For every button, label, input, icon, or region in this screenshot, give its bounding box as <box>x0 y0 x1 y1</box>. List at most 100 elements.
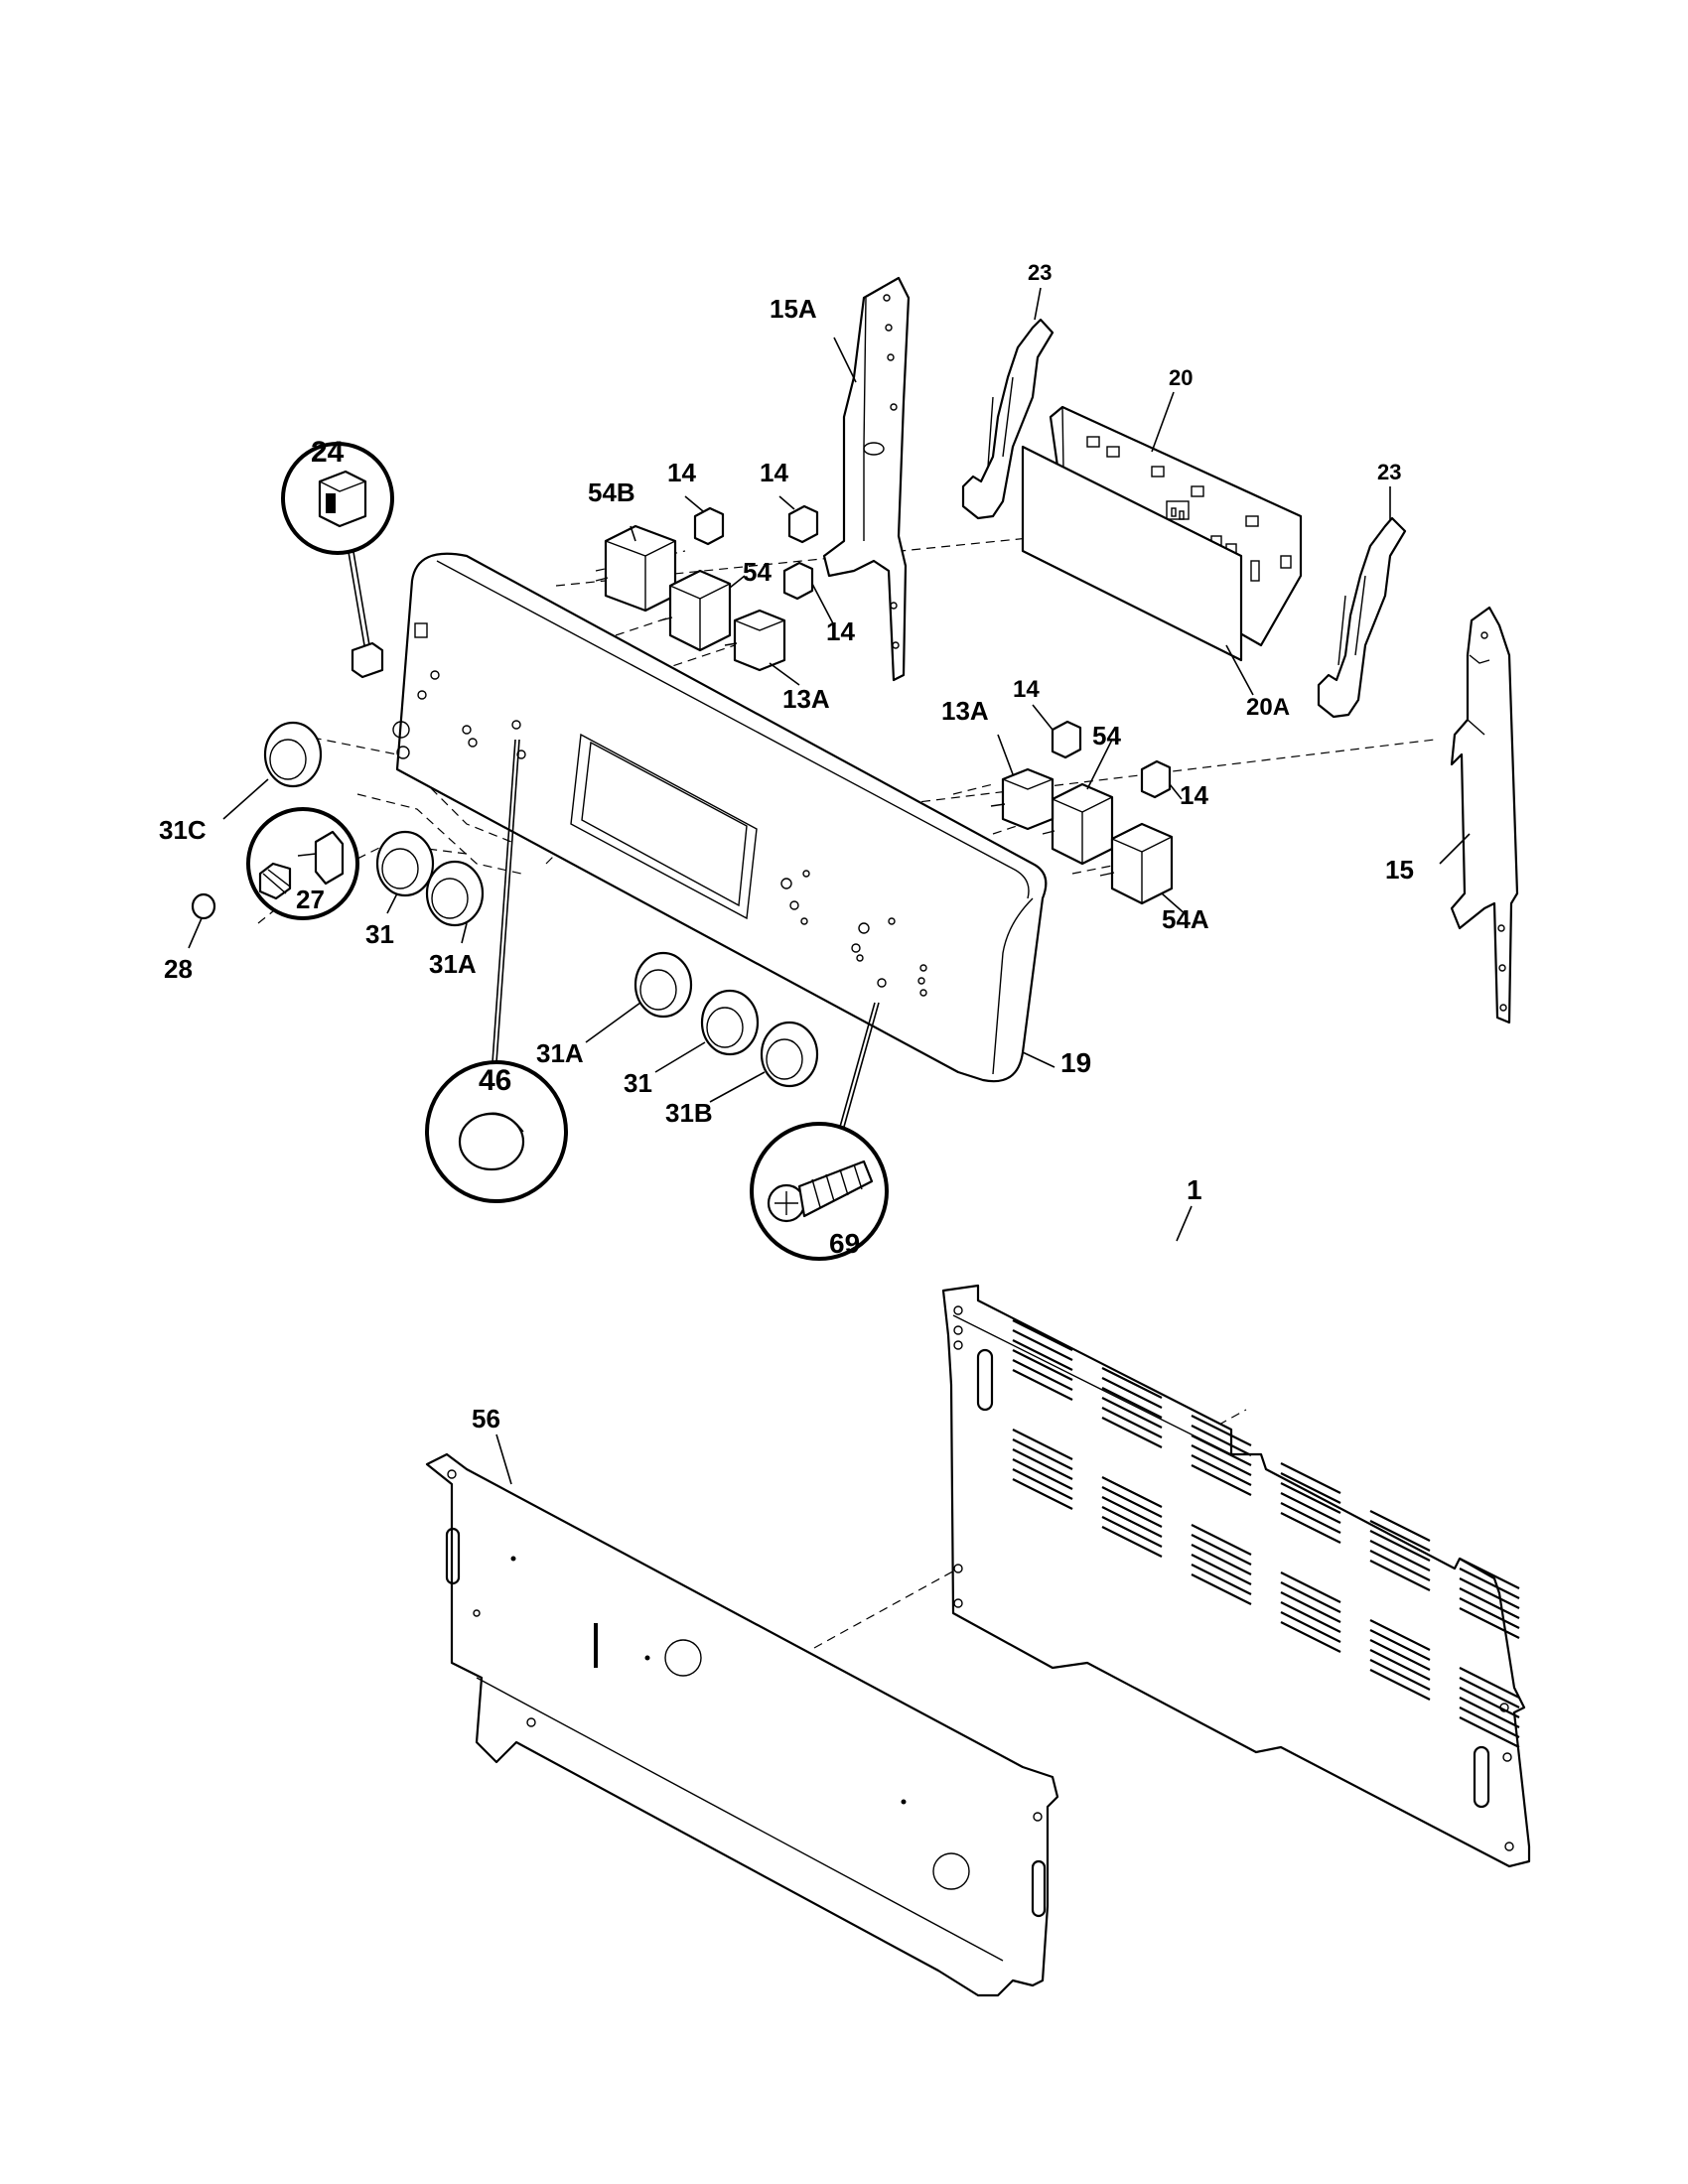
knob-31A-center <box>633 951 693 1019</box>
label-54-right: 54 <box>1092 721 1121 751</box>
label-23-right: 23 <box>1377 460 1401 484</box>
louver-slot <box>1280 1512 1341 1544</box>
louver-slot <box>1101 1486 1163 1518</box>
label-14-d: 14 <box>1013 676 1040 703</box>
control-panel-19 <box>392 552 1048 1083</box>
small-switch-14-e <box>1140 759 1172 799</box>
louver-slot <box>1012 1349 1073 1381</box>
switch-54-left <box>659 569 732 652</box>
louver-slot <box>1012 1369 1073 1401</box>
louver-slot <box>1191 1534 1252 1566</box>
knob-31B <box>760 1021 819 1088</box>
louver-slot <box>1191 1564 1252 1595</box>
louver-slot <box>1012 1458 1073 1490</box>
label-20A: 20A <box>1246 694 1290 721</box>
louver-slot <box>1191 1544 1252 1575</box>
louver-slot <box>1369 1530 1431 1562</box>
louver-slot <box>1280 1611 1341 1643</box>
louver-slot <box>1459 1607 1520 1639</box>
label-14-e: 14 <box>1180 780 1208 810</box>
clip-bracket-23-right <box>1317 516 1407 719</box>
knob-31-left <box>375 830 435 897</box>
louver-slot <box>1280 1472 1341 1504</box>
louver-slot <box>1012 1429 1073 1460</box>
louver-slot <box>1280 1502 1341 1534</box>
label-31-left: 31 <box>365 919 394 949</box>
rear-panel-1 <box>941 1284 1531 1868</box>
label-28: 28 <box>164 954 193 984</box>
louver-slot <box>1191 1573 1252 1605</box>
end-bracket-15 <box>1450 606 1519 1024</box>
louver-slot <box>1012 1448 1073 1480</box>
louver-slot <box>1012 1329 1073 1361</box>
louver-slot <box>1459 1597 1520 1629</box>
louver-slot <box>1459 1697 1520 1728</box>
louver-slot <box>1012 1359 1073 1391</box>
louver-slot <box>1369 1550 1431 1581</box>
label-23-left: 23 <box>1028 260 1052 285</box>
small-switch-14-b <box>787 504 819 544</box>
louver-slot <box>1459 1587 1520 1619</box>
louver-slot <box>1459 1677 1520 1708</box>
label-24: 24 <box>311 436 345 469</box>
louver-slot <box>1012 1468 1073 1500</box>
label-14-b: 14 <box>760 458 788 487</box>
label-20: 20 <box>1169 365 1193 390</box>
label-15A: 15A <box>770 294 817 324</box>
knob-31C <box>263 721 323 788</box>
louver-slot <box>1369 1520 1431 1552</box>
louver-slot <box>1191 1454 1252 1486</box>
louver-slot <box>1459 1716 1520 1748</box>
callout-24 <box>281 442 394 646</box>
label-15: 15 <box>1385 855 1414 885</box>
louver-slot <box>1191 1444 1252 1476</box>
louver-slot <box>1012 1438 1073 1470</box>
louver-slot <box>1280 1462 1341 1494</box>
louver-slot <box>1459 1568 1520 1599</box>
louver-slot <box>1459 1577 1520 1609</box>
small-switch-14-d <box>1051 720 1082 759</box>
louver-slot <box>1369 1629 1431 1661</box>
louver-slot <box>1280 1591 1341 1623</box>
louver-slot <box>1101 1407 1163 1438</box>
louver-slot <box>1369 1649 1431 1681</box>
louver-slot <box>1459 1687 1520 1718</box>
louver-slot <box>1280 1482 1341 1514</box>
label-31A-center: 31A <box>536 1038 584 1068</box>
louver-slot <box>1280 1492 1341 1524</box>
small-switch-14-c <box>782 561 814 601</box>
louver-slot <box>1369 1619 1431 1651</box>
louver-slot <box>1369 1659 1431 1691</box>
louver-slot <box>1012 1339 1073 1371</box>
label-31-center: 31 <box>624 1068 652 1098</box>
louver-slot <box>1101 1516 1163 1548</box>
louver-slots <box>1012 1319 1520 1748</box>
louver-slot <box>1369 1639 1431 1671</box>
louver-slot <box>1191 1554 1252 1585</box>
lower-panel-56 <box>425 1452 1059 1997</box>
callout-46 <box>425 739 568 1203</box>
overlay-20A <box>1021 445 1243 662</box>
label-13A-left: 13A <box>782 684 830 714</box>
label-46: 46 <box>479 1064 511 1097</box>
label-54B: 54B <box>588 478 635 507</box>
label-1: 1 <box>1187 1174 1202 1205</box>
cap-28 <box>191 892 216 920</box>
louver-slot <box>1101 1387 1163 1419</box>
label-27: 27 <box>296 885 325 914</box>
louver-slot <box>1369 1540 1431 1571</box>
louver-slot <box>1101 1496 1163 1528</box>
louver-slot <box>1369 1560 1431 1591</box>
louver-slot <box>1280 1581 1341 1613</box>
louver-slot <box>1459 1558 1520 1589</box>
label-14-a: 14 <box>667 458 696 487</box>
louver-slot <box>1191 1524 1252 1556</box>
label-31B: 31B <box>665 1098 713 1128</box>
label-31A-left: 31A <box>429 949 477 979</box>
label-54-left: 54 <box>743 557 772 587</box>
switch-54-right <box>1042 782 1114 866</box>
label-19: 19 <box>1060 1047 1091 1078</box>
louver-slot <box>1012 1478 1073 1510</box>
louver-slot <box>1459 1667 1520 1699</box>
